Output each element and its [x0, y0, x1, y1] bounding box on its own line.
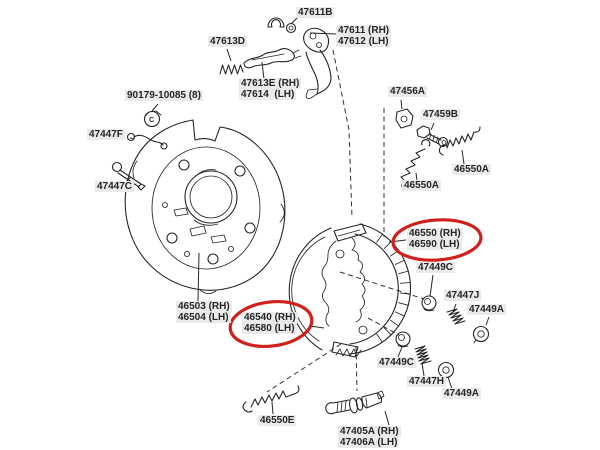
part-label-46503-46504: 46503 (RH)46504 (LH): [176, 301, 232, 323]
part-label-90179-10085: 90179-10085 (8): [125, 90, 203, 101]
pin-47447c-drawing: [111, 161, 146, 191]
part-label-47449a-lower: 47449A: [442, 388, 482, 399]
nut-90179-drawing: C: [143, 110, 162, 128]
part-label-47405a-47406a: 47405A (RH)47406A (LH): [338, 426, 401, 448]
washer-47611b-drawing: [285, 22, 297, 34]
adjust-lever-47613e-drawing: [243, 48, 302, 69]
washer-47449a-upper-drawing: [472, 325, 490, 344]
spring-47447j-drawing: [446, 308, 466, 325]
part-label-47449c-lower: 47449C: [377, 357, 417, 368]
nut-stamp-text: C: [149, 117, 154, 124]
part-label-47611b: 47611B: [296, 7, 335, 18]
u-clip-drawing: [267, 17, 285, 28]
part-label-47459b: 47459B: [421, 109, 461, 120]
spring-46550a-right-drawing: [438, 126, 481, 156]
brake-shoe-assembly-drawing: [288, 223, 412, 358]
part-label-47456a: 47456A: [388, 86, 428, 97]
part-label-47447c: 47447C: [95, 181, 135, 192]
bracket-47456a-drawing: [395, 108, 414, 129]
adjuster-47405a-drawing: [325, 390, 385, 415]
cup-47449c-lower-drawing: [395, 331, 411, 348]
backing-plate-drawing: [124, 119, 286, 294]
part-label-47613e-47614: 47613E (RH)47614 (LH): [239, 78, 302, 100]
part-label-46540-46580-highlighted: 46540 (RH)46580 (LH): [242, 312, 298, 334]
label-leader-lines: [125, 12, 490, 426]
part-label-47447j: 47447J: [444, 290, 482, 301]
part-label-47613d: 47613D: [208, 36, 248, 47]
part-label-46550a-left: 46550A: [402, 180, 442, 191]
highlight-ellipse-46540: [228, 299, 314, 349]
part-label-46550-46590-highlighted: 46550 (RH)46590 (LH): [407, 228, 463, 250]
part-label-47611-47612: 47611 (RH)47612 (LH): [336, 25, 392, 47]
clip-47447f-drawing: [126, 132, 168, 150]
part-label-47447h: 47447H: [407, 376, 447, 387]
part-label-46550e: 46550E: [258, 415, 297, 426]
lever-drawing: [303, 27, 332, 100]
part-label-47449a-upper: 47449A: [467, 304, 507, 315]
cup-47449c-upper-drawing: [421, 295, 437, 312]
highlight-ellipse-46550: [391, 218, 483, 262]
part-label-47449c-upper: 47449C: [416, 262, 456, 273]
spring-47447h-drawing: [414, 345, 432, 365]
bolt-47459b-drawing: [416, 125, 449, 148]
part-label-47447f: 47447F: [87, 129, 125, 140]
part-label-46550a-right: 46550A: [452, 164, 492, 175]
spring-46550e-drawing: [242, 385, 300, 413]
coil-spring-47613d-drawing: [219, 64, 244, 75]
